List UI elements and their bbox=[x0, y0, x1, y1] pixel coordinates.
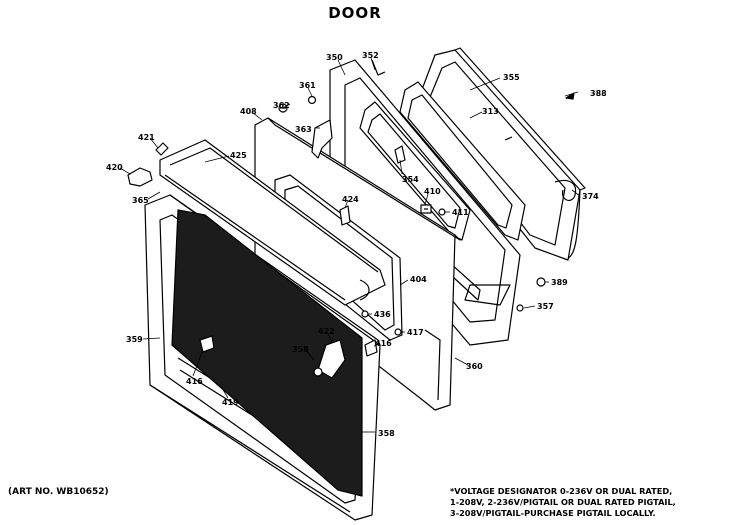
label-361: 361 bbox=[299, 81, 316, 90]
label-358: 358 bbox=[378, 429, 395, 438]
label-357: 357 bbox=[537, 302, 554, 311]
label-417: 417 bbox=[407, 328, 424, 337]
label-389: 389 bbox=[551, 278, 568, 287]
screw-357 bbox=[516, 304, 524, 312]
arrow-388 bbox=[565, 92, 575, 100]
hinge-bracket bbox=[311, 119, 333, 159]
label-420: 420 bbox=[106, 163, 123, 172]
art-number: (ART NO. WB10652) bbox=[8, 487, 109, 497]
label-352: 352 bbox=[362, 51, 379, 60]
note-line-1: *VOLTAGE DESIGNATOR 0-236V OR DUAL RATED… bbox=[450, 486, 673, 496]
label-365: 365 bbox=[132, 196, 149, 205]
label-424: 424 bbox=[342, 195, 359, 204]
label-421: 421 bbox=[138, 133, 155, 142]
inner-glass-frame bbox=[359, 101, 471, 241]
hinge-410 bbox=[420, 204, 432, 214]
screw-389 bbox=[536, 277, 546, 287]
leader-lines bbox=[119, 57, 581, 433]
label-422: 422 bbox=[318, 327, 335, 336]
clip-416-right bbox=[364, 339, 378, 357]
label-419: 419 bbox=[222, 398, 239, 407]
screw-417 bbox=[394, 328, 402, 336]
label-374: 374 bbox=[582, 192, 599, 201]
outer-glass-panel bbox=[171, 209, 363, 497]
label-360: 360 bbox=[466, 362, 483, 371]
label-363: 363 bbox=[295, 125, 312, 134]
note-line-2: 1-208V, 2-236V/PIGTAIL OR DUAL RATED PIG… bbox=[450, 497, 676, 507]
label-355: 355 bbox=[503, 73, 520, 82]
screw-421 bbox=[155, 142, 169, 156]
label-313: 313 bbox=[482, 107, 499, 116]
clip-416-left bbox=[199, 335, 215, 353]
screw-420 bbox=[127, 167, 153, 187]
label-359: 359 bbox=[126, 335, 143, 344]
label-350: 350 bbox=[326, 53, 343, 62]
diagram-title: DOOR bbox=[328, 4, 382, 22]
label-416-right: 416 bbox=[375, 339, 392, 348]
screw-361 bbox=[307, 95, 317, 105]
window-glass bbox=[399, 81, 526, 241]
label-425: 425 bbox=[230, 151, 247, 160]
clip-354 bbox=[394, 145, 406, 164]
label-436: 436 bbox=[374, 310, 391, 319]
label-358-small: 358 bbox=[292, 345, 309, 354]
door-handle bbox=[159, 139, 386, 306]
voltage-note: *VOLTAGE DESIGNATOR 0-236V OR DUAL RATED… bbox=[450, 486, 734, 519]
spring-374 bbox=[554, 179, 577, 202]
label-410: 410 bbox=[424, 187, 441, 196]
clip-424 bbox=[339, 205, 351, 226]
label-408: 408 bbox=[240, 107, 257, 116]
label-388: 388 bbox=[590, 89, 607, 98]
screw-436 bbox=[361, 310, 369, 318]
hinge-422 bbox=[313, 339, 346, 379]
label-354: 354 bbox=[402, 175, 419, 184]
note-line-3: 3-208V/PIGTAIL-PURCHASE PIGTAIL LOCALLY. bbox=[450, 508, 656, 518]
label-362: 362 bbox=[273, 101, 290, 110]
label-411: 411 bbox=[452, 208, 469, 217]
label-416-left: 416 bbox=[186, 377, 203, 386]
label-404: 404 bbox=[410, 275, 427, 284]
